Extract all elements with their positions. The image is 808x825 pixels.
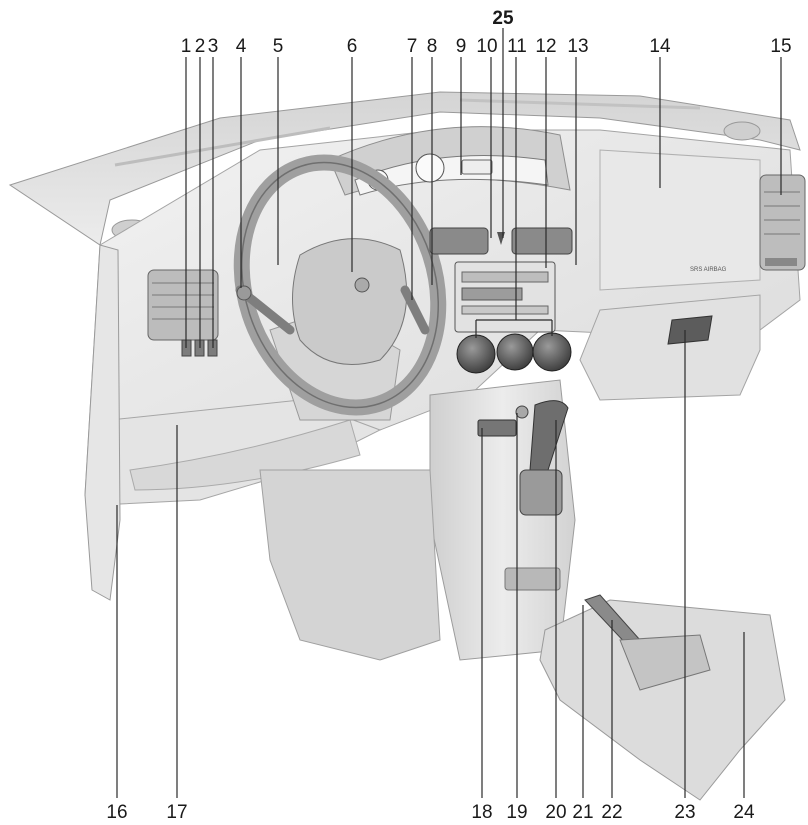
speedometer <box>415 153 445 183</box>
callout-6: 6 <box>347 36 358 57</box>
callout-12: 12 <box>535 36 556 57</box>
left-door-edge <box>84 244 121 601</box>
callout-8: 8 <box>427 36 438 57</box>
callout-15: 15 <box>770 36 791 57</box>
right-stalk <box>400 285 430 335</box>
console-switch <box>477 419 517 437</box>
callout-17: 17 <box>166 802 187 823</box>
callout-4: 4 <box>236 36 247 57</box>
callout-16: 16 <box>106 802 127 823</box>
cluster-display <box>461 159 493 175</box>
cup-holder-tray <box>504 567 561 591</box>
callout-3: 3 <box>208 36 219 57</box>
right-air-vent <box>759 174 806 271</box>
callout-numbers: 25 1 2 3 4 5 6 7 8 9 10 11 12 13 14 15 1… <box>106 8 791 823</box>
climate-knob-right <box>532 332 572 372</box>
glovebox-handle <box>667 315 713 345</box>
callout-9: 9 <box>456 36 467 57</box>
horn-emblem <box>354 277 370 293</box>
instrument-cluster <box>354 155 549 196</box>
rear-console-detail <box>539 599 786 801</box>
left-air-vent <box>147 269 219 341</box>
callout-13: 13 <box>567 36 588 57</box>
callout-23: 23 <box>674 802 695 823</box>
gear-gate <box>519 469 563 516</box>
callout-22: 22 <box>601 802 622 823</box>
callout-21: 21 <box>572 802 593 823</box>
callout-14: 14 <box>649 36 671 57</box>
glovebox-lower-left <box>129 419 361 491</box>
center-vent-right <box>511 227 573 255</box>
dashboard-top <box>8 91 801 246</box>
steering-wheel-hub <box>292 238 408 365</box>
center-vent-left <box>429 227 489 255</box>
callout-24: 24 <box>733 802 755 823</box>
right-speaker-grille <box>723 121 761 141</box>
callout-7: 7 <box>407 36 418 57</box>
callout-2: 2 <box>195 36 206 57</box>
callout-lines <box>116 28 782 798</box>
callout-18: 18 <box>471 802 492 823</box>
dashboard-illustration: SRS AIRBAG <box>8 91 806 801</box>
callout-20: 20 <box>545 802 566 823</box>
passenger-airbag-panel <box>599 149 761 291</box>
callout-19: 19 <box>506 802 527 823</box>
climate-knob-left <box>456 334 496 374</box>
climate-knob-center <box>496 333 534 371</box>
storage-tray <box>619 634 711 691</box>
callout-5: 5 <box>273 36 284 57</box>
callout-10: 10 <box>476 36 497 57</box>
airbag-marking: SRS AIRBAG <box>690 267 727 273</box>
callout-1: 1 <box>181 36 192 57</box>
callout-25: 25 <box>492 8 514 29</box>
gear-lever <box>529 400 569 471</box>
console-base <box>259 469 441 661</box>
lever-button <box>515 405 529 419</box>
glovebox <box>579 294 761 401</box>
callout-11: 11 <box>507 36 527 57</box>
